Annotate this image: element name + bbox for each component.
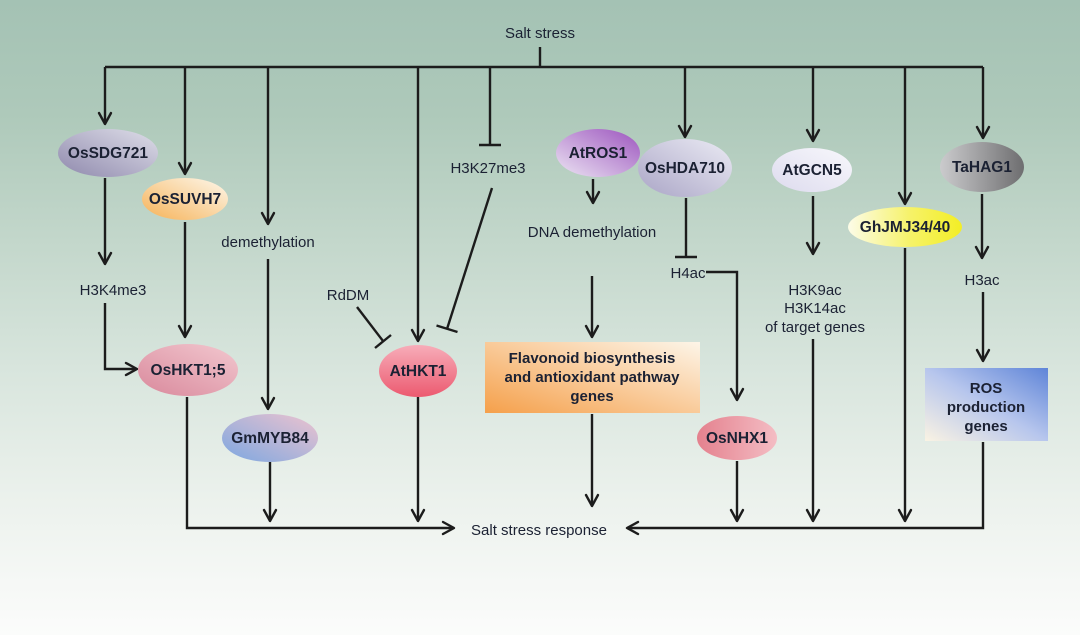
label-demethylation: demethylation [221,234,314,251]
line-rosbox-to-response [625,442,985,536]
flavonoid-box-line3: genes [570,388,613,405]
ros-genes-box: ROS production genes [925,368,1048,441]
label-h3k14ac: H3K14ac [784,300,846,317]
inhibit-line-h3k27me3-athkt1 [445,187,494,330]
title-salt-stress: Salt stress [505,25,575,42]
label-rddm: RdDM [327,287,370,304]
node-gmmyb84-label: GmMYB84 [231,430,309,447]
node-ghjmj3440: GhJMJ34/40 [848,207,962,247]
label-h3k4me3: H3K4me3 [80,282,147,299]
node-athkt1: AtHKT1 [379,345,457,397]
node-athkt1-label: AtHKT1 [390,363,447,380]
node-oshkt15: OsHKT1;5 [138,344,238,396]
node-gmmyb84: GmMYB84 [222,414,318,462]
node-osnhx1-label: OsNHX1 [706,430,768,447]
node-atros1-label: AtROS1 [569,145,628,162]
label-dna-demethylation: DNA demethylation [528,224,656,241]
flavonoid-box-line1: Flavonoid biosynthesis [509,350,676,367]
node-atgcn5: AtGCN5 [772,148,852,192]
node-ghjmj3440-label: GhJMJ34/40 [860,219,950,236]
node-oshkt15-label: OsHKT1;5 [151,362,226,379]
node-ossdg721: OsSDG721 [58,129,158,177]
label-h4ac: H4ac [670,265,706,282]
arrow-h3k4me3-oshkt15 [103,303,139,377]
label-h3ac: H3ac [964,272,1000,289]
inhibit-line-rddm-athkt1 [356,306,384,342]
flavonoid-genes-box: Flavonoid biosynthesis and antioxidant p… [485,342,700,413]
node-ossuvh7-label: OsSUVH7 [149,191,221,208]
label-of-target-genes: of target genes [765,319,865,336]
inhibit-bar-rddm-athkt1 [374,334,392,349]
node-atgcn5-label: AtGCN5 [782,162,842,179]
node-tahag1-label: TaHAG1 [952,159,1012,176]
label-salt-stress-response: Salt stress response [471,522,607,539]
node-ossuvh7: OsSUVH7 [142,178,228,220]
ros-box-line3: genes [964,418,1007,435]
node-atros1: AtROS1 [556,129,640,177]
node-oshda710: OsHDA710 [638,139,732,197]
ros-box-line2: production [947,399,1025,416]
line-oshkt15-to-response [185,397,456,536]
ros-box-line1: ROS [970,380,1003,397]
flavonoid-box-line2: and antioxidant pathway [504,369,680,386]
arrow-h4ac-osnhx1 [706,270,745,402]
label-h3k27me3: H3K27me3 [450,160,525,177]
inhibit-bar-h3k27me3-athkt1 [436,324,458,334]
label-h3k9ac: H3K9ac [788,282,842,299]
node-osnhx1: OsNHX1 [697,416,777,460]
node-oshda710-label: OsHDA710 [645,160,725,177]
node-tahag1: TaHAG1 [940,142,1024,192]
node-ossdg721-label: OsSDG721 [68,145,149,162]
